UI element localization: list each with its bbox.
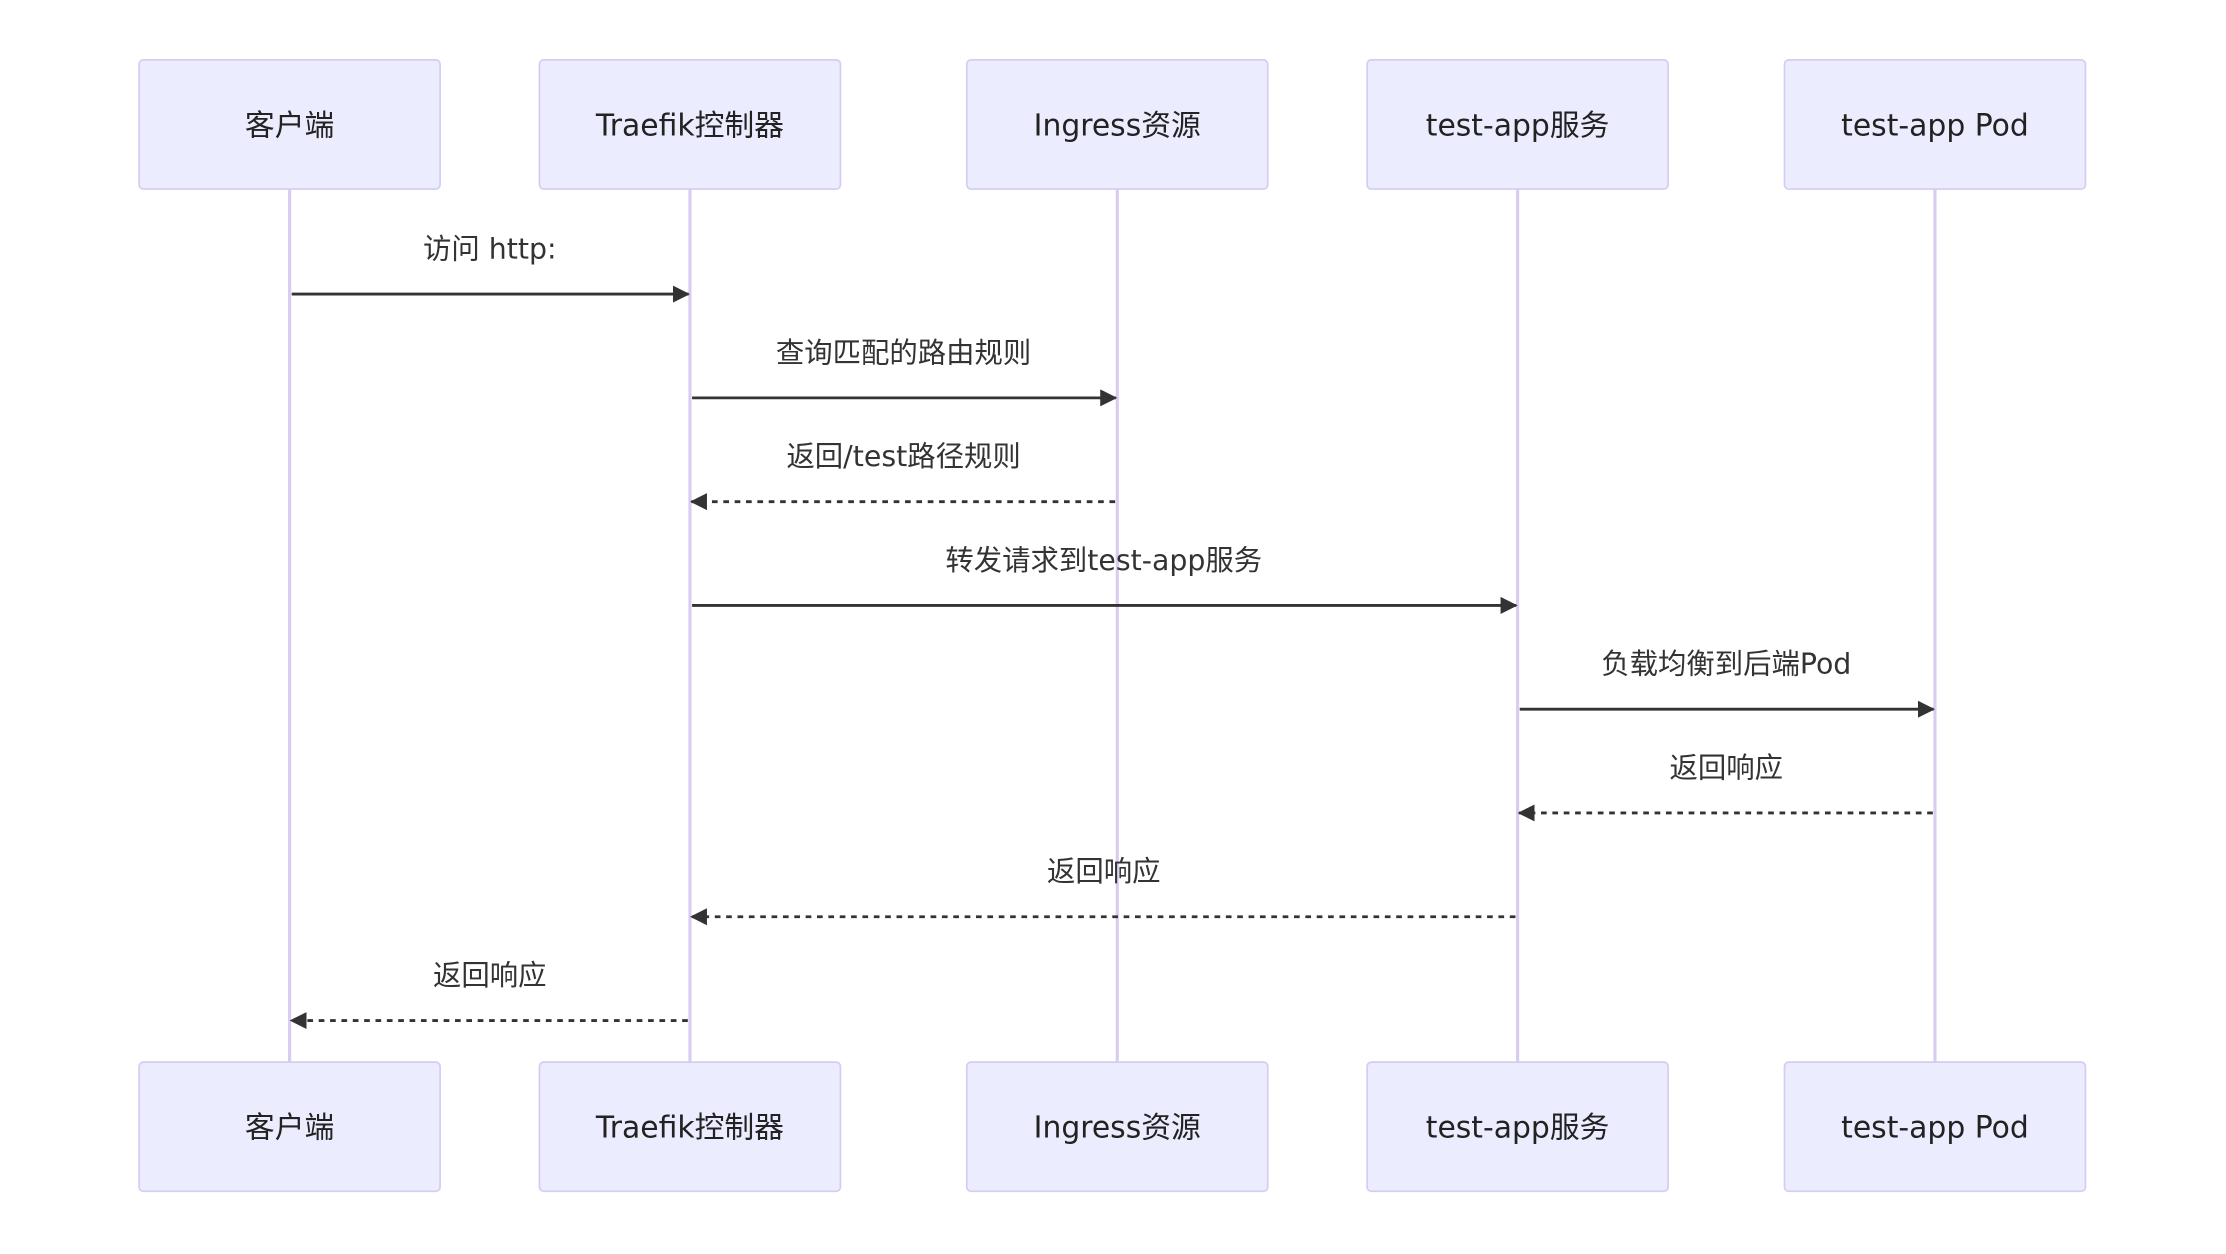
actor-label: test-app服务 — [1426, 108, 1610, 143]
actor-box — [538, 59, 842, 190]
message-3: 返回/test路径规则 — [689, 440, 1116, 511]
actor-ingress-top: Ingress资源 — [965, 59, 1269, 190]
actor-box — [1366, 1061, 1669, 1193]
message-label: 转发请求到test-app服务 — [945, 544, 1262, 577]
actor-traefik-top: Traefik控制器 — [538, 59, 842, 190]
actor-box — [138, 59, 441, 190]
actor-box — [965, 1061, 1269, 1193]
actor-label: Traefik控制器 — [595, 108, 784, 143]
message-label: 查询匹配的路由规则 — [776, 336, 1031, 369]
actor-label: test-app Pod — [1841, 1111, 2029, 1146]
actor-pod-bottom: test-app Pod — [1783, 1061, 2087, 1193]
actor-svc-bottom: test-app服务 — [1366, 1061, 1669, 1193]
message-8: 返回响应 — [289, 959, 688, 1030]
actor-box — [538, 1061, 842, 1193]
message-label: 返回响应 — [1670, 751, 1784, 784]
actor-label: Ingress资源 — [1034, 108, 1201, 143]
actor-client-bottom: 客户端 — [138, 1061, 441, 1193]
actor-label: 客户端 — [245, 1111, 334, 1146]
actor-box — [1783, 1061, 2087, 1193]
actor-box — [138, 1061, 441, 1193]
actor-label: test-app服务 — [1426, 1111, 1610, 1146]
message-5: 负载均衡到后端Pod — [1519, 648, 1935, 718]
actor-label: test-app Pod — [1841, 108, 2029, 143]
actor-label: 客户端 — [245, 108, 334, 143]
message-6: 返回响应 — [1517, 751, 1933, 822]
actor-label: Ingress资源 — [1034, 1111, 1201, 1146]
message-label: 返回响应 — [433, 959, 546, 992]
actor-box — [965, 59, 1269, 190]
message-7: 返回响应 — [689, 855, 1516, 926]
actor-box — [1783, 59, 2087, 190]
actor-label: Traefik控制器 — [595, 1111, 784, 1146]
actor-svc-top: test-app服务 — [1366, 59, 1669, 190]
message-label: 负载均衡到后端Pod — [1601, 648, 1851, 681]
message-label: 访问 http: — [423, 233, 557, 266]
actor-ingress-bottom: Ingress资源 — [965, 1061, 1269, 1193]
message-label: 返回响应 — [1047, 855, 1161, 888]
actor-client-top: 客户端 — [138, 59, 441, 190]
message-2: 查询匹配的路由规则 — [692, 336, 1118, 407]
actor-pod-top: test-app Pod — [1783, 59, 2087, 190]
message-4: 转发请求到test-app服务 — [692, 544, 1518, 614]
message-label: 返回/test路径规则 — [786, 440, 1020, 473]
actor-traefik-bottom: Traefik控制器 — [538, 1061, 842, 1193]
actor-box — [1366, 59, 1669, 190]
message-1: 访问 http: — [291, 233, 690, 303]
